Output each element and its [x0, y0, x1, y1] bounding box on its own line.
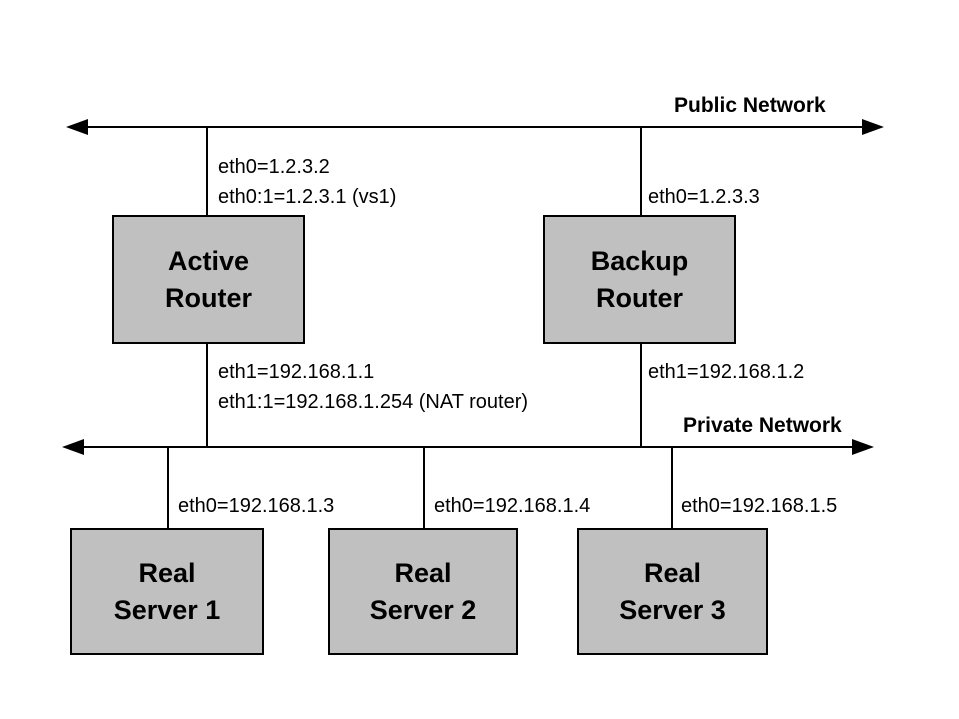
real-server-1-node: Real Server 1 [70, 528, 264, 655]
real-server-1-label: Real Server 1 [113, 557, 221, 625]
active-router-node: Active Router [112, 215, 305, 344]
real-server-3-node: Real Server 3 [577, 528, 768, 655]
iface-label-real-server-1-eth0: eth0=192.168.1.3 [178, 495, 335, 517]
connector-real-server-1 [167, 448, 169, 528]
private-network-line [82, 446, 854, 448]
iface-label-backup-eth0: eth0=1.2.3.3 [648, 186, 760, 208]
left-arrowhead-icon [66, 119, 88, 135]
iface-label-real-server-2-eth0: eth0=192.168.1.4 [434, 495, 591, 517]
iface-label-real-server-3-eth0: eth0=192.168.1.5 [681, 495, 838, 517]
private-network-label: Private Network [683, 414, 842, 437]
connector-backup-router-private [640, 343, 642, 448]
backup-router-label: Backup Router [590, 245, 689, 313]
connector-backup-router-public [640, 128, 642, 215]
connector-active-router-private [206, 343, 208, 448]
real-server-2-node: Real Server 2 [328, 528, 518, 655]
right-arrowhead-icon [852, 439, 874, 455]
connector-real-server-2 [423, 448, 425, 528]
right-arrowhead-icon [862, 119, 884, 135]
iface-label-active-eth1: eth1=192.168.1.1 [218, 361, 375, 383]
connector-real-server-3 [671, 448, 673, 528]
real-server-3-label: Real Server 3 [619, 557, 726, 625]
iface-label-active-eth1-1: eth1:1=192.168.1.254 (NAT router) [218, 391, 529, 413]
public-network-line [86, 126, 866, 128]
iface-label-active-eth0-1: eth0:1=1.2.3.1 (vs1) [218, 186, 397, 208]
iface-label-active-eth0: eth0=1.2.3.2 [218, 156, 330, 178]
public-network-label: Public Network [674, 94, 826, 117]
iface-label-backup-eth1: eth1=192.168.1.2 [648, 361, 805, 383]
left-arrowhead-icon [62, 439, 84, 455]
active-router-label: Active Router [165, 245, 252, 313]
backup-router-node: Backup Router [543, 215, 736, 344]
connector-active-router-public [206, 128, 208, 215]
real-server-2-label: Real Server 2 [369, 557, 477, 625]
